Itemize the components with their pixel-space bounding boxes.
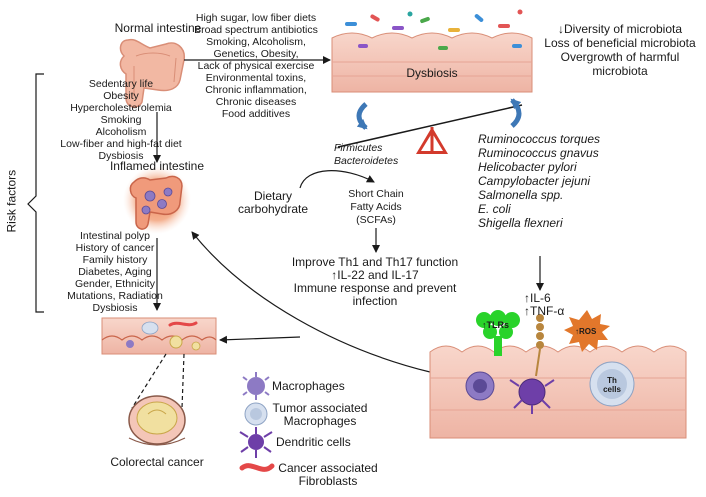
cytokines-label: ↑IL-6 ↑TNF-α: [524, 292, 564, 318]
bacteria-item: E. coli: [478, 202, 511, 216]
bacteria-item: Campylobacter jejuni: [478, 174, 591, 188]
legend-dendritic-cells: Dendritic cells: [276, 435, 351, 449]
dysbiosis-causes: High sugar, low fiber diets Broad spectr…: [186, 12, 326, 120]
legend-macrophage-icon: [242, 372, 270, 400]
risk-factor-item: Gender, Ethnicity: [75, 278, 155, 290]
risk-factors-top: Sedentary life Obesity Hypercholesterole…: [46, 78, 196, 162]
immune-tissue-illustration: [429, 345, 687, 439]
normal-intestine-label: Normal intestine: [114, 21, 202, 35]
ros-starburst: [564, 310, 610, 352]
bacteria-item: Bacteroidetes: [334, 155, 399, 167]
dysbiosis-label: Dysbiosis: [406, 66, 458, 80]
scfa-effect-item: Improve Th1 and Th17 function: [291, 255, 459, 269]
risk-factor-item: Mutations, Radiation: [67, 290, 163, 302]
legend-icons: [239, 372, 275, 472]
dysbiosis-tissue-illustration: [331, 9, 533, 93]
effect-item: Loss of beneficial microbiota: [544, 36, 696, 50]
risk-factor-item: History of cancer: [75, 242, 155, 254]
bacteria-item: Ruminococcus gnavus: [478, 146, 599, 160]
risk-factor-item: Dysbiosis: [92, 302, 138, 314]
risk-factor-item: Obesity: [103, 90, 139, 102]
cause-item: Environmental toxins,: [205, 72, 307, 84]
cause-item: Genetics, Obesity,: [213, 48, 299, 60]
inflamed-intestine-illustration: [123, 166, 191, 234]
cause-item: Chronic diseases: [215, 96, 297, 108]
cytokine-receptor-illustration: [535, 314, 544, 377]
inflamed-intestine-label: Inflamed intestine: [109, 159, 205, 173]
cause-item: High sugar, low fiber diets: [195, 12, 317, 24]
cause-item: Broad spectrum antibiotics: [194, 24, 318, 36]
colorectal-cancer-illustration: [128, 395, 186, 446]
beneficial-bacteria: Firmicutes Bacteroidetes: [334, 142, 398, 168]
cause-item: Food additives: [221, 108, 291, 120]
cause-item: Lack of physical exercise: [197, 60, 315, 72]
scfa-label: Short Chain Fatty Acids (SCFAs): [348, 188, 404, 226]
normal-intestine-illustration: [119, 38, 185, 108]
effect-item: ↓Diversity of microbiota: [557, 22, 683, 36]
dysbiosis-effects: ↓Diversity of microbiota Loss of benefic…: [540, 22, 700, 78]
risk-factors-bottom: Intestinal polyp History of cancer Famil…: [60, 230, 170, 314]
bacteria-item: Salmonella spp.: [478, 188, 564, 202]
risk-factor-item: Diabetes, Aging: [78, 266, 152, 278]
scfa-effect-item: infection: [352, 294, 398, 308]
bacteria-item: Helicobacter pylori: [478, 160, 577, 174]
harmful-bacteria: Ruminococcus torques Ruminococcus gnavus…: [478, 132, 600, 230]
legend-dendritic-icon: [239, 427, 273, 458]
cancer-tissue-illustration: [101, 317, 217, 355]
cause-item: Smoking, Alcoholism,: [206, 36, 306, 48]
legend-cancer-fibroblasts: Cancer associated Fibroblasts: [278, 461, 378, 488]
scfa-effect-item: ↑IL-22 and IL-17: [331, 268, 419, 282]
risk-factor-item: Intestinal polyp: [79, 230, 151, 242]
scfa-effects: Improve Th1 and Th17 function ↑IL-22 and…: [280, 256, 470, 308]
bacteria-item: Firmicutes: [334, 142, 383, 154]
risk-factors-label: Risk factors: [4, 169, 19, 233]
dietary-carbohydrate-label: Dietary carbohydrate: [237, 189, 309, 216]
risk-factor-item: Family history: [82, 254, 148, 266]
ros-label: ↑ROS: [575, 327, 597, 336]
risk-factor-item: Sedentary life: [88, 78, 154, 90]
effect-item: Overgrowth of harmful: [560, 50, 680, 64]
tlrs-label: ↑TLRs: [482, 320, 509, 330]
cytokine-item: ↑IL-6: [524, 291, 551, 305]
risk-factor-item: Dysbiosis: [98, 150, 144, 162]
cytokine-item: ↑TNF-α: [524, 304, 565, 318]
legend-macrophages: Macrophages: [272, 379, 345, 393]
tlr-receptor-illustration: [476, 310, 520, 356]
effect-item: microbiota: [592, 64, 648, 78]
risk-factor-item: Smoking: [100, 114, 142, 126]
legend-tumor-macrophages: Tumor associated Macrophages: [272, 401, 368, 428]
risk-factor-item: Hypercholesterolemia: [70, 102, 172, 114]
legend-fibroblast-icon: [239, 463, 275, 472]
cause-item: Chronic inflammation,: [205, 84, 307, 96]
risk-factor-item: Alcoholism: [95, 126, 147, 138]
th-cells-label: Th cells: [603, 376, 621, 394]
scfa-effect-item: Immune response and prevent: [293, 281, 457, 295]
risk-factor-item: Low-fiber and high-fat diet: [60, 138, 182, 150]
balance-illustration: [337, 98, 523, 154]
bacteria-item: Shigella flexneri: [478, 216, 563, 230]
bacteria-item: Ruminococcus torques: [478, 132, 601, 146]
colorectal-cancer-label: Colorectal cancer: [110, 455, 204, 469]
legend-tumor-macrophage-icon: [244, 402, 268, 426]
